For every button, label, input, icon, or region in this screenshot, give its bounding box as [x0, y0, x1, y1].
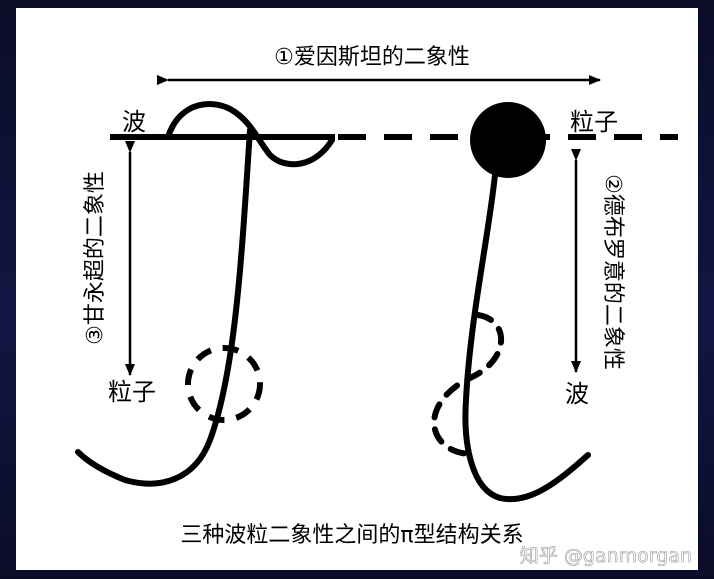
particle-dot — [470, 102, 546, 178]
particle-label-bottom-left: 粒子 — [108, 378, 156, 406]
right-descending-curve — [462, 172, 591, 503]
left-dashed-particle — [185, 345, 263, 423]
wave-curve — [165, 101, 335, 168]
watermark: 知乎 @ganmorgan — [520, 545, 692, 567]
gan-label: ③甘永超的二象性 — [83, 171, 108, 345]
right-dashed-wave — [431, 312, 505, 457]
einstein-label: ①爱因斯坦的二象性 — [274, 45, 470, 70]
caption: 三种波粒二象性之间的π型结构关系 — [180, 523, 523, 548]
wave-label-bottom-right: 波 — [565, 380, 589, 408]
wave-label-top-left: 波 — [122, 108, 146, 136]
left-descending-curve — [75, 127, 253, 487]
debroglie-label: ②德布罗意的二象性 — [600, 174, 625, 370]
particle-label-top-right: 粒子 — [570, 108, 618, 136]
